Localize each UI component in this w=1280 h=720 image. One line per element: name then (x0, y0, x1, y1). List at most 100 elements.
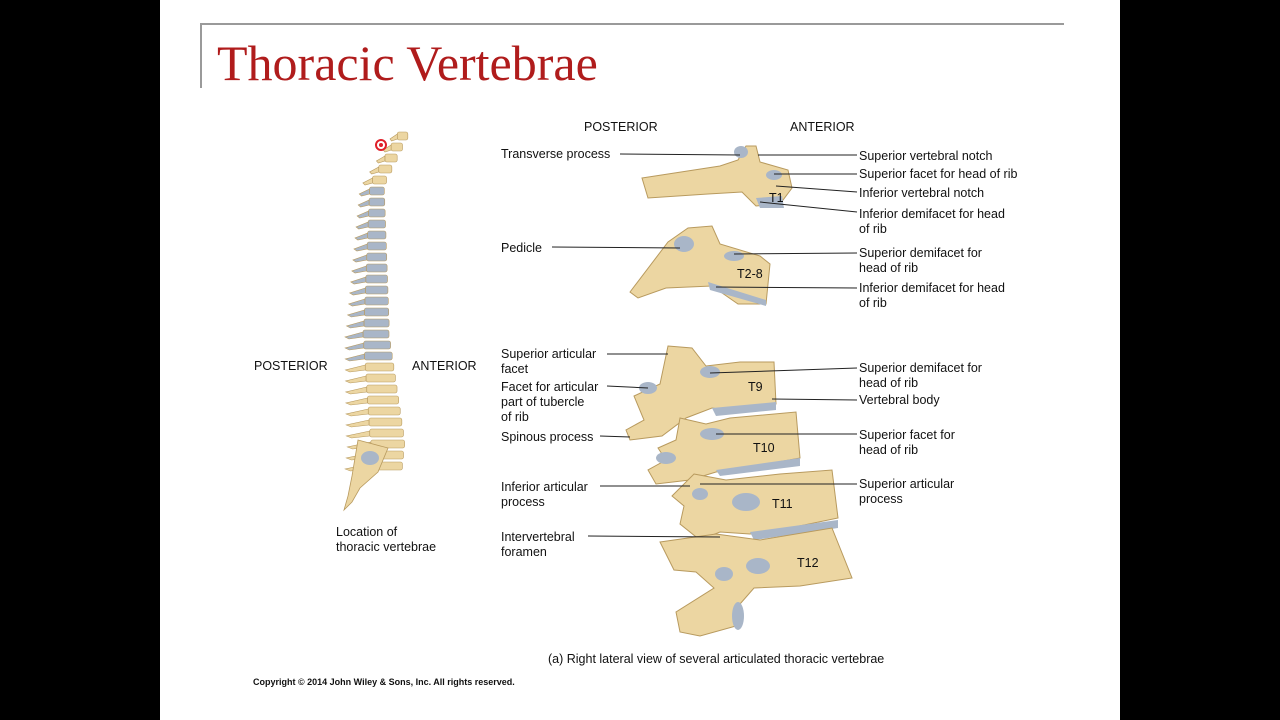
vertebra-label-t1: T1 (769, 191, 784, 205)
spine-spinous-process (357, 199, 370, 208)
label-inferior-vertebral-notch: Inferior vertebral notch (859, 186, 985, 200)
spine-spinous-process (362, 177, 373, 186)
spine-vertebra-body (367, 395, 399, 405)
spine-spinous-process (353, 243, 368, 252)
vertebra-label-t12: T12 (797, 556, 819, 570)
spine-spinous-process (358, 188, 370, 197)
title-side-rule (200, 23, 202, 88)
spine-caption-line1: Location of (336, 525, 398, 539)
spine-vertebra-body (366, 384, 398, 394)
spine-spinous-process (344, 386, 368, 395)
vertebra-t1 (641, 145, 793, 208)
spine-spinous-process (350, 276, 367, 285)
label-superior-vertebral-notch: Superior vertebral notch (859, 149, 993, 163)
spine-vertebra-body (372, 175, 387, 185)
spine-vertebra-body (365, 373, 396, 383)
figure-caption: (a) Right lateral view of several articu… (548, 652, 885, 666)
spine-spinous-process (354, 232, 368, 241)
spine-vertebra-body (384, 153, 398, 163)
spine-vertebra-body (369, 186, 385, 196)
label-vertebral-body: Vertebral body (859, 393, 940, 407)
spine-vertebra-body (390, 142, 403, 152)
spine-spinous-process (356, 210, 369, 219)
copyright-notice: Copyright © 2014 John Wiley & Sons, Inc.… (253, 677, 515, 687)
vertebra-t9 (625, 345, 777, 441)
spine-spinous-process (344, 397, 368, 406)
spine-posterior-label: POSTERIOR (254, 359, 328, 373)
spine-spinous-process (345, 430, 371, 439)
spine-vertebra-body (364, 351, 393, 361)
spine-vertebra-body (368, 197, 386, 207)
detail-anterior-label: ANTERIOR (790, 120, 855, 134)
spine-sacral-surface (361, 451, 379, 465)
title-rule (200, 23, 1064, 25)
spine-vertebra-body (365, 285, 389, 295)
spine-vertebra-body (368, 208, 386, 218)
vertebra-t10 (647, 411, 801, 485)
spine-spinous-process (351, 265, 367, 274)
spine-spinous-process (389, 133, 398, 142)
spine-spinous-process (369, 166, 380, 175)
spine-vertebra-body (364, 296, 389, 306)
spine-spinous-process (345, 419, 370, 428)
spine-spinous-process (344, 353, 365, 362)
spine-vertebra-body (368, 417, 403, 427)
spine-spinous-process (345, 408, 369, 417)
leader-lines (551, 153, 858, 538)
spine-vertebra-body (369, 428, 404, 438)
spine-vertebra-body (365, 274, 388, 284)
vertebra-t11 (671, 469, 839, 541)
spine-spinous-process (344, 342, 365, 351)
vertebra-label-t11: T11 (772, 497, 793, 511)
label-pedicle: Pedicle (501, 241, 542, 255)
laser-pointer-marker (375, 139, 387, 151)
spine-vertebra-body (364, 307, 390, 317)
vertebra-t2-8 (629, 225, 771, 306)
spine-vertebra-body (362, 329, 390, 339)
spine-vertebra-body (366, 241, 387, 251)
spine-spinous-process (348, 287, 366, 296)
spine-vertebra-body (366, 252, 388, 262)
spine-vertebra-body (367, 406, 401, 416)
slide-title: Thoracic Vertebrae (217, 35, 598, 91)
slide: Thoracic Vertebrae (160, 0, 1120, 720)
label-superior-facet-head-of-rib-t1: Superior facet for head of rib (859, 167, 1018, 181)
spine-vertebra-body (367, 230, 387, 240)
spine-vertebra-body (396, 131, 409, 141)
anatomy-illustration (343, 131, 858, 637)
vertebra-label-t2-8: T2-8 (737, 267, 763, 281)
spine-vertebra-body (363, 318, 390, 328)
spine-vertebra-body (363, 340, 391, 350)
detail-posterior-label: POSTERIOR (584, 120, 658, 134)
spine-vertebra-body (378, 164, 393, 174)
label-spinous-process: Spinous process (501, 430, 594, 444)
spine-spinous-process (347, 298, 366, 307)
vertebra-label-t10: T10 (753, 441, 775, 455)
vertebra-t12 (659, 527, 853, 637)
vertebra-label-t9: T9 (748, 380, 763, 394)
spine-vertebra-body (367, 219, 386, 229)
spine-caption-line2: thoracic vertebrae (336, 540, 437, 554)
spine-spinous-process (344, 375, 367, 384)
spine-spinous-process (345, 320, 365, 329)
spine-spinous-process (346, 309, 365, 318)
label-transverse-process: Transverse process (501, 147, 611, 161)
spine-vertebra-body (365, 263, 388, 273)
spine-vertebra-body (364, 362, 395, 372)
spine-spinous-process (352, 254, 368, 263)
spine-spinous-process (344, 331, 364, 340)
spine-anterior-label: ANTERIOR (412, 359, 477, 373)
spine-spinous-process (344, 364, 366, 373)
spine-spinous-process (375, 155, 386, 164)
spine-column (343, 131, 409, 512)
spine-sacrum (343, 439, 389, 512)
